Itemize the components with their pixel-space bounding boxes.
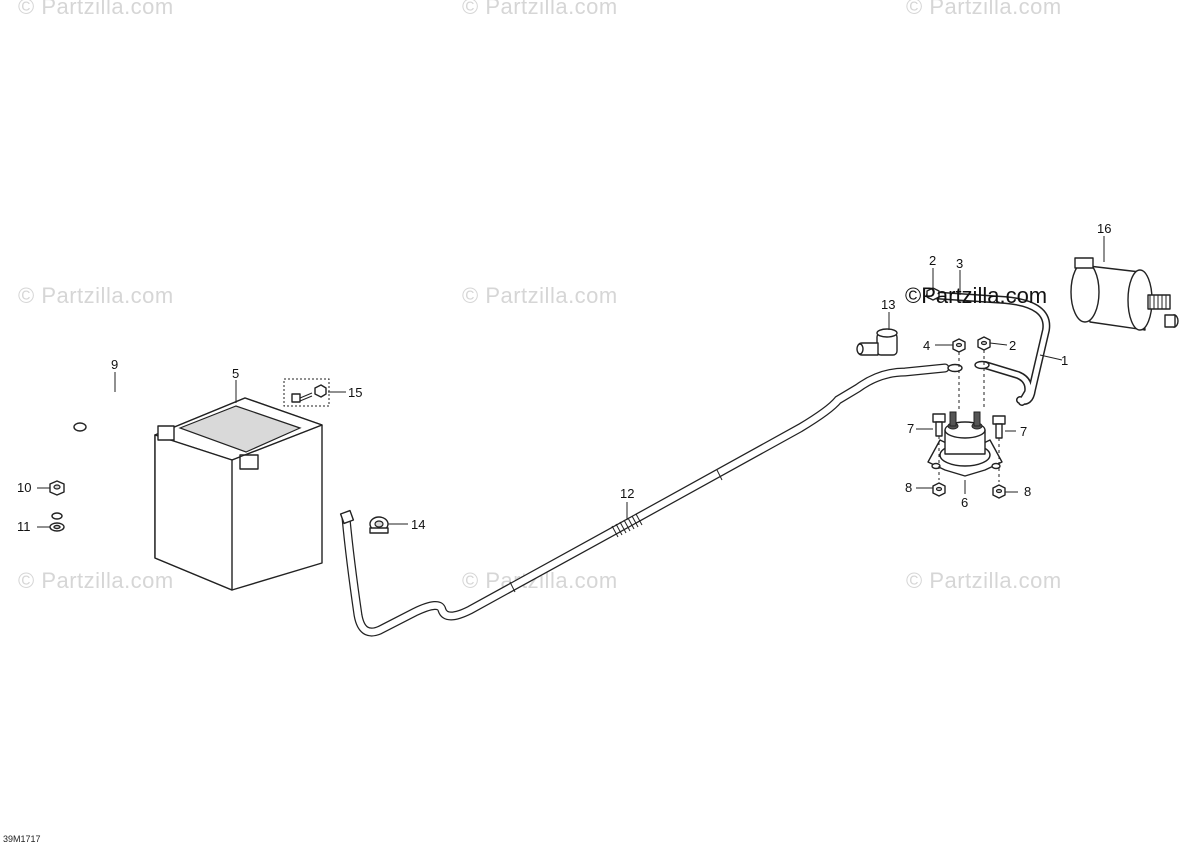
watermark: © Partzilla.com — [18, 568, 174, 593]
callout-label: 6 — [961, 495, 969, 510]
nut-4 — [952, 338, 966, 353]
watermark: © Partzilla.com — [906, 568, 1062, 593]
washer-11 — [49, 522, 65, 532]
callout-label: 4 — [923, 338, 931, 353]
leader-lines — [37, 236, 1105, 528]
nut-2 — [977, 336, 991, 351]
callout-label: 2 — [1009, 338, 1017, 353]
watermark: © Partzilla.com — [462, 0, 618, 19]
bolt-7-left — [932, 413, 946, 437]
watermark: © Partzilla.com — [18, 0, 174, 19]
callout-label: 16 — [1097, 221, 1112, 236]
callout-label: 9 — [111, 357, 119, 372]
callout-label: 3 — [956, 256, 964, 271]
callout-label: 10 — [17, 480, 32, 495]
bolt-7-right — [992, 415, 1006, 439]
callout-label: 11 — [17, 519, 31, 534]
callout-label: 7 — [907, 421, 915, 436]
diagram-code: 39M1717 — [3, 834, 41, 844]
starter-solenoid — [927, 411, 1003, 477]
main-cable — [339, 363, 963, 637]
positive-cable — [926, 291, 1051, 406]
battery — [154, 397, 323, 591]
bolt-15 — [283, 378, 330, 407]
callout-label: 14 — [411, 517, 426, 532]
starter-motor — [1070, 257, 1179, 331]
watermark: © Partzilla.com — [906, 0, 1062, 19]
callout-label: 2 — [929, 253, 937, 268]
nut-8-left — [932, 482, 946, 497]
callout-label: 5 — [232, 366, 240, 381]
watermark-highlight: ©Partzilla.com — [905, 283, 1048, 308]
callout-label: 13 — [881, 297, 896, 312]
callout-label: 7 — [1020, 424, 1028, 439]
callout-label: 8 — [905, 480, 913, 495]
cap-13 — [856, 328, 898, 356]
callout-label: 8 — [1024, 484, 1032, 499]
nut-10 — [49, 480, 65, 496]
watermark: © Partzilla.com — [462, 283, 618, 308]
callout-label: 12 — [620, 486, 635, 501]
callout-label: 15 — [348, 385, 363, 400]
watermark: © Partzilla.com — [18, 283, 174, 308]
grommet-14 — [369, 516, 389, 534]
callout-label: 1 — [1061, 353, 1069, 368]
battery-cable — [51, 390, 134, 520]
nut-8-right — [992, 484, 1006, 499]
